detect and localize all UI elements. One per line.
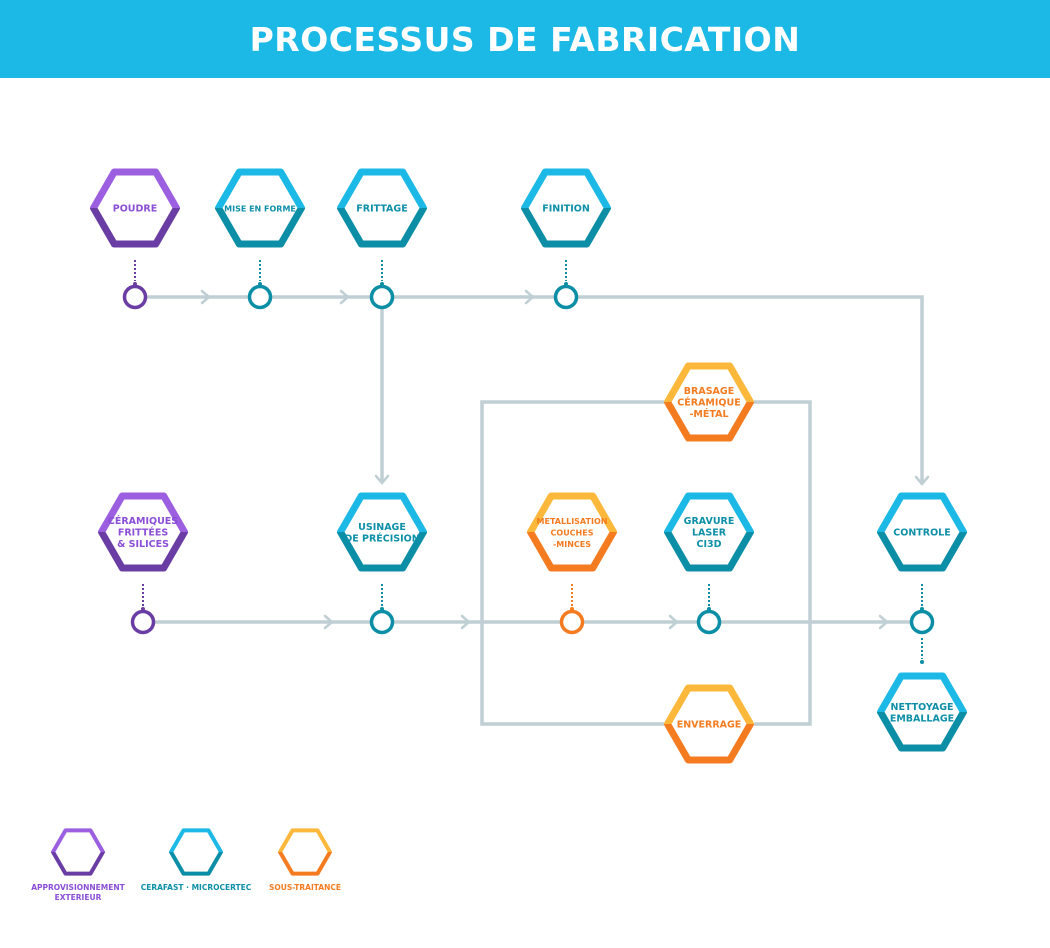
- arrow-chevron: [460, 614, 471, 630]
- hexagon-frittage: [337, 168, 427, 248]
- nodes-layer: POUDRE MISE EN FORME FRITTAGE FINITION BRASA…: [90, 168, 967, 764]
- legend-label: SOUS-TRAITANCE: [269, 883, 341, 892]
- arrow-down: [374, 474, 390, 485]
- node-label: GRAVURE: [684, 516, 735, 527]
- node-label: EMBALLAGE: [890, 713, 954, 724]
- node-label: ENVERRAGE: [677, 720, 742, 731]
- connector-finition-controle: [578, 295, 924, 484]
- step-marker-ceramiques: [130, 609, 156, 635]
- hexagon-brasage: [664, 362, 754, 442]
- step-marker-controle: [909, 609, 935, 635]
- node-label: FRITTÉES: [118, 527, 168, 539]
- loop-left-top: [480, 400, 664, 622]
- hexagon-ceramiques: [98, 492, 188, 572]
- node-label: BRASAGE: [684, 386, 734, 397]
- legend-item-blue: CERAFAST · MICROCERTEC: [141, 828, 252, 892]
- step-marker-gravure: [696, 609, 722, 635]
- node-label: CI3D: [696, 539, 721, 550]
- hexagon-mise-en-forme: [215, 168, 305, 248]
- node-label: LASER: [692, 528, 727, 539]
- node-label: POUDRE: [113, 204, 157, 215]
- step-marker-metallisation: [559, 609, 585, 635]
- legend-hexagon: [278, 828, 332, 876]
- step-marker-finition: [553, 284, 579, 310]
- loop-right: [754, 400, 812, 726]
- legend-item-orange: SOUS-TRAITANCE: [269, 828, 341, 892]
- node-label: FINITION: [542, 204, 590, 215]
- node-label: -MINCES: [553, 540, 591, 549]
- node-metallisation: METALLISATION COUCHES -MINCES: [527, 492, 617, 635]
- step-marker-mise-en-forme: [247, 284, 273, 310]
- node-label: MISE EN FORME: [224, 205, 296, 214]
- hexagon-gravure: [664, 492, 754, 572]
- node-label: CONTROLE: [893, 528, 950, 539]
- arrow-chevron: [339, 289, 350, 305]
- legend-label: EXTERIEUR: [55, 893, 102, 902]
- legend-hexagon: [169, 828, 223, 876]
- node-poudre: POUDRE: [90, 168, 180, 310]
- hexagon-enverrage: [664, 684, 754, 764]
- arrow-chevron: [323, 614, 334, 630]
- legend-label: CERAFAST · MICROCERTEC: [141, 883, 252, 892]
- node-label: FRITTAGE: [356, 204, 407, 215]
- node-label: & SILICES: [117, 539, 169, 550]
- arrow-chevron: [878, 614, 889, 630]
- page-title: PROCESSUS DE FABRICATION: [249, 19, 801, 59]
- arrow-chevron: [524, 289, 535, 305]
- node-frittage: FRITTAGE: [337, 168, 427, 310]
- node-label: NETTOYAGE: [891, 702, 954, 713]
- legend-hexagon: [51, 828, 105, 876]
- hexagon-usinage: [337, 492, 427, 572]
- arrow-chevron: [200, 289, 211, 305]
- legend-label: APPROVISIONNEMENT: [31, 883, 125, 892]
- node-label: -MÉTAL: [689, 408, 728, 420]
- node-label: DE PRÉCISION: [344, 532, 419, 544]
- title-banner: PROCESSUS DE FABRICATION: [0, 0, 1050, 78]
- connectors-layer: [133, 260, 930, 726]
- step-marker-frittage: [369, 284, 395, 310]
- hexagon-metallisation: [527, 492, 617, 572]
- node-label: CÉRAMIQUE: [677, 397, 740, 409]
- step-marker-poudre: [122, 284, 148, 310]
- node-label: METALLISATION: [537, 517, 608, 526]
- hexagon-poudre: [90, 168, 180, 248]
- node-label: COUCHES: [551, 529, 594, 538]
- loop-left-bottom: [480, 622, 664, 726]
- step-marker-usinage: [369, 609, 395, 635]
- hexagon-controle: [877, 492, 967, 572]
- node-enverrage: ENVERRAGE: [664, 684, 754, 764]
- node-label: USINAGE: [358, 522, 406, 533]
- node-label: CÉRAMIQUES: [108, 515, 178, 527]
- node-controle: CONTROLE: [877, 492, 967, 635]
- node-finition: FINITION: [521, 168, 611, 310]
- arrow-chevron: [668, 614, 679, 630]
- arrow-down: [914, 475, 930, 486]
- hexagon-finition: [521, 168, 611, 248]
- hexagon-nettoyage: [877, 672, 967, 752]
- node-mise-en-forme: MISE EN FORME: [215, 168, 305, 310]
